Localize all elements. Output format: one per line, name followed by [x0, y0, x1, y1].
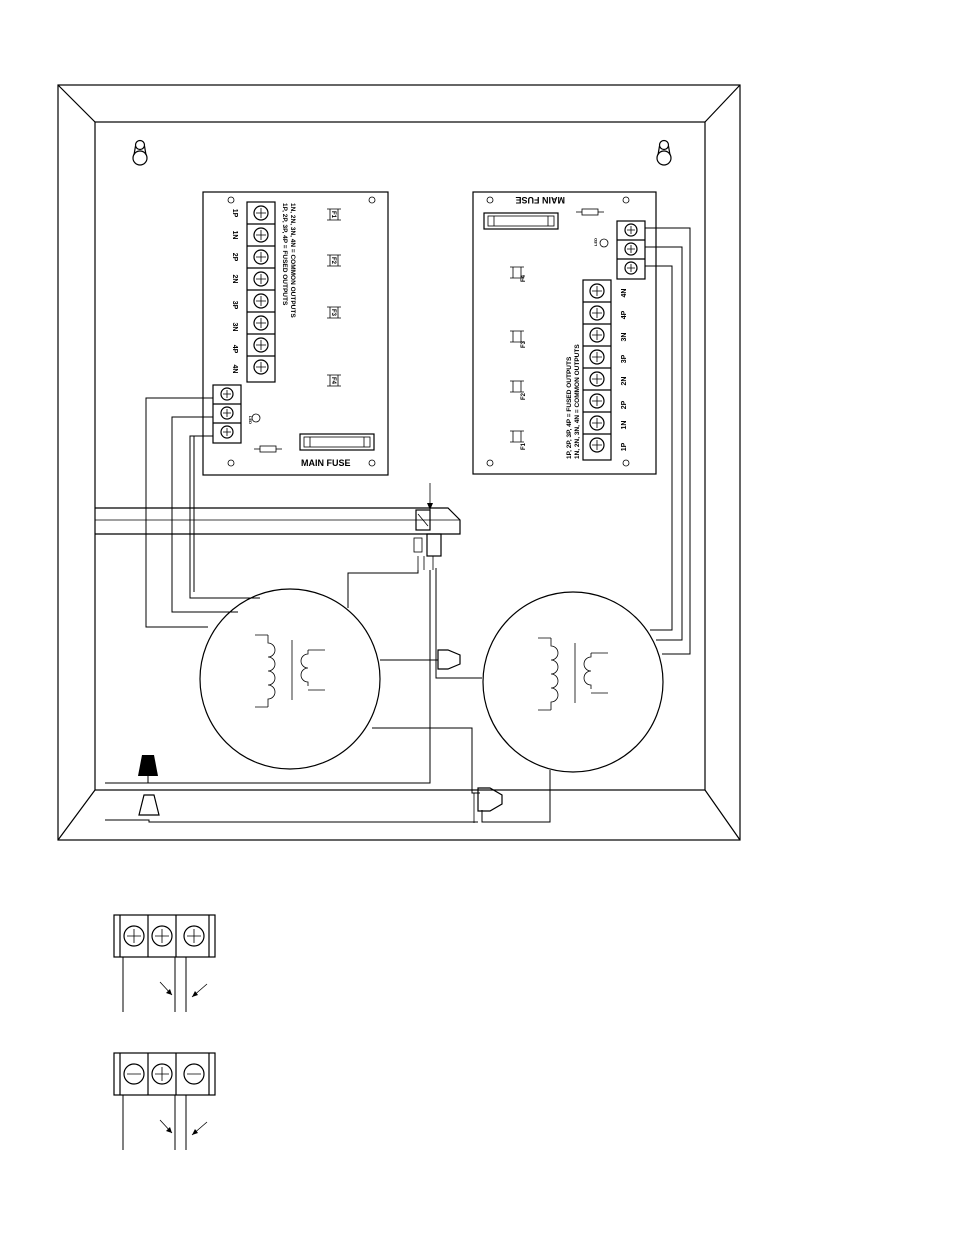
- inline-connector-lower: [474, 788, 502, 823]
- right-terminal-label-2n: 2N: [621, 377, 628, 386]
- terminal-detail-top: [114, 915, 215, 1012]
- power-switch: [416, 483, 433, 530]
- right-terminal-label-3n: 3N: [621, 333, 628, 342]
- terminal-detail-bottom: [114, 1053, 215, 1150]
- right-terminal-label-1p: 1P: [621, 442, 628, 451]
- right-fuse-board: MAIN FUSE LED: [473, 192, 656, 474]
- ac-input-wire-cap-white: [105, 795, 478, 822]
- right-main-fuse: [484, 213, 558, 229]
- right-led: [600, 239, 608, 247]
- transformer-left: [200, 589, 380, 769]
- left-led-label: LED: [248, 416, 253, 424]
- right-input-terminal-block: [617, 221, 645, 279]
- left-fuse-label-f3: F3: [330, 309, 336, 317]
- right-fuse-label-f1: F1: [521, 442, 527, 450]
- left-resistor: [254, 446, 282, 452]
- right-fuse-label-f4: F4: [521, 274, 527, 282]
- transformer-right: [483, 592, 663, 772]
- right-fuse-label-f3: F3: [521, 340, 527, 348]
- mounting-keyhole-left: [133, 141, 147, 166]
- right-terminal-label-1n: 1N: [621, 421, 628, 430]
- right-terminal-label-4p: 4P: [621, 310, 628, 319]
- left-fuse-board: 1P 1N 2P 2N 3P 3N 4P 4N 1P, 2P, 3P, 4P =…: [203, 192, 388, 475]
- left-terminal-label-2n: 2N: [231, 275, 238, 284]
- left-output-terminal-strip: [247, 202, 275, 382]
- right-fuse-label-f2: F2: [521, 392, 527, 400]
- right-output-terminal-strip: [583, 280, 611, 460]
- right-fuse-f1: [510, 431, 524, 442]
- right-fuse-f3: [510, 331, 524, 342]
- left-fuse-label-f4: F4: [330, 377, 336, 385]
- left-fuse-label-f1: F1: [330, 211, 336, 219]
- left-legend-common: 1N, 2N, 3N, 4N = COMMON OUTPUTS: [289, 203, 296, 318]
- left-terminal-label-4p: 4P: [231, 345, 238, 354]
- right-led-label: LED: [593, 238, 598, 246]
- left-terminal-label-1p: 1P: [231, 209, 238, 218]
- left-terminal-label-4n: 4N: [231, 365, 238, 374]
- left-main-fuse-label: MAIN FUSE: [301, 458, 351, 468]
- right-resistor: [576, 209, 604, 215]
- left-terminal-label-3p: 3P: [231, 301, 238, 310]
- enclosure: [58, 85, 740, 840]
- right-main-fuse-label: MAIN FUSE: [516, 195, 566, 205]
- right-terminal-label-3p: 3P: [621, 354, 628, 363]
- right-terminal-label-2p: 2P: [621, 400, 628, 409]
- mounting-shelf: [95, 508, 460, 534]
- mounting-keyhole-right: [657, 141, 671, 166]
- left-legend-fused: 1P, 2P, 3P, 4P = FUSED OUTPUTS: [281, 203, 288, 306]
- left-terminal-label-2p: 2P: [231, 253, 238, 262]
- left-fuse-label-f2: F2: [330, 257, 336, 265]
- right-fuse-f2: [510, 381, 524, 392]
- left-main-fuse: [300, 434, 374, 450]
- right-terminal-label-4n: 4N: [621, 289, 628, 298]
- switch-connector: [414, 534, 441, 570]
- left-terminal-label-1n: 1N: [231, 231, 238, 240]
- ac-input-wire-cap-black: [138, 755, 158, 783]
- left-terminal-label-3n: 3N: [231, 323, 238, 332]
- left-input-terminal-block: [213, 385, 241, 443]
- inline-connector-middle: [438, 650, 460, 669]
- right-legend-common: 1N, 2N, 3N, 4N = COMMON OUTPUTS: [574, 344, 581, 459]
- right-legend-fused: 1P, 2P, 3P, 4P = FUSED OUTPUTS: [566, 356, 573, 459]
